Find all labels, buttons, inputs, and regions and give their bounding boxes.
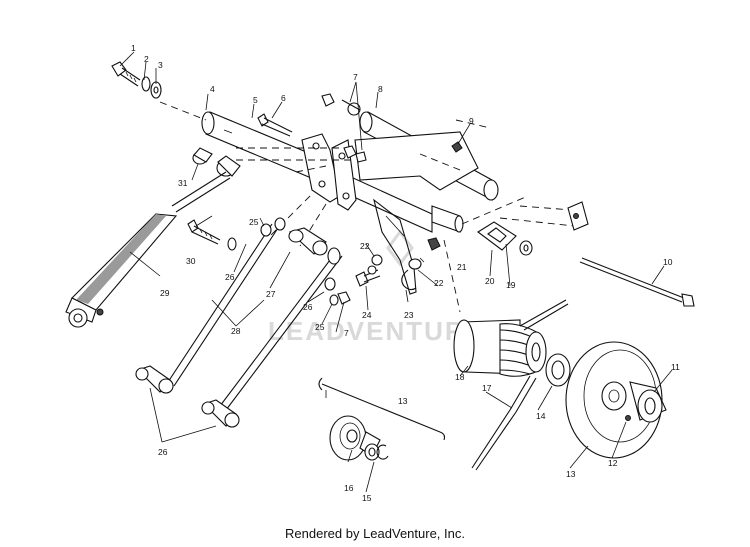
callout-4: 4 [210, 84, 215, 94]
washer-22 [371, 254, 422, 270]
grease-fitting-9 [451, 141, 463, 153]
washer-19 [519, 240, 533, 256]
callout-6: 6 [281, 93, 286, 103]
callout-13-small: 13 [398, 396, 408, 406]
callout-22-left: 22 [360, 241, 370, 251]
callout-18: 18 [455, 372, 465, 382]
bushing-26-bottom [135, 365, 240, 428]
callout-2: 2 [144, 54, 149, 64]
alignment-lines [159, 101, 575, 313]
callout-labels: 1 2 3 4 5 6 7 7 8 9 10 11 12 13 13 14 15… [131, 43, 680, 503]
callout-23: 23 [404, 310, 414, 320]
callout-28: 28 [231, 326, 241, 336]
callout-1: 1 [131, 43, 136, 53]
bearing-16 [364, 443, 380, 461]
torsion-rod-17 [471, 375, 537, 471]
washer-3 [150, 81, 162, 99]
nut-7-top [343, 145, 367, 163]
bracket-23 [373, 198, 417, 295]
nut-25-lower [329, 291, 351, 306]
bolt-6 [257, 113, 293, 137]
footer-credit: Rendered by LeadVenture, Inc. [285, 526, 465, 541]
callout-14: 14 [536, 411, 546, 421]
watermark: LEADVENTURE [268, 229, 485, 346]
bushing-26-mid [324, 247, 341, 291]
callout-19: 19 [506, 280, 516, 290]
bolt-30 [187, 219, 237, 251]
nut-8 [321, 93, 335, 107]
bolt-24 [355, 265, 381, 287]
callout-9: 9 [469, 116, 474, 126]
spring-coils [499, 299, 569, 377]
long-bolt-10 [579, 257, 695, 307]
callout-25-top: 25 [249, 217, 259, 227]
callout-8: 8 [378, 84, 383, 94]
nut-21 [427, 237, 441, 251]
leader-lines [119, 51, 673, 493]
callout-22-right: 22 [434, 278, 444, 288]
bolt-1 [111, 61, 141, 87]
callout-26-bottom: 26 [158, 447, 168, 457]
callout-27: 27 [266, 289, 276, 299]
bracket-right [567, 201, 589, 231]
callout-25-bottom: 25 [315, 322, 325, 332]
watermark-text: LEADVENTURE [268, 316, 485, 346]
callout-26-mid: 26 [303, 302, 313, 312]
callout-13-large: 13 [566, 469, 576, 479]
bracket-line-13 [318, 377, 446, 441]
bushing-31 [192, 147, 241, 177]
callout-31: 31 [178, 178, 188, 188]
callout-15: 15 [362, 493, 372, 503]
callout-20: 20 [485, 276, 495, 286]
washer-2 [141, 76, 151, 92]
callout-10: 10 [663, 257, 673, 267]
shock-absorber [65, 171, 231, 328]
callout-17: 17 [482, 383, 492, 393]
callout-7-bottom: 7 [344, 328, 349, 338]
idler-wheel-large [565, 341, 667, 459]
washer-14 [545, 353, 571, 387]
callout-3: 3 [158, 60, 163, 70]
callout-16: 16 [344, 483, 354, 493]
callout-30: 30 [186, 256, 196, 266]
callout-24: 24 [362, 310, 372, 320]
snap-ring-15 [376, 444, 389, 460]
callout-12: 12 [608, 458, 618, 468]
callout-7-top: 7 [353, 72, 358, 82]
bushing-27 [288, 227, 328, 256]
callout-5: 5 [253, 95, 258, 105]
bushing-25-top [260, 217, 286, 237]
link-rods [167, 223, 343, 411]
callout-29: 29 [160, 288, 170, 298]
clamp-20 [477, 221, 517, 251]
callout-11: 11 [671, 362, 680, 372]
callout-26-left: 26 [225, 272, 235, 282]
callout-21: 21 [457, 262, 467, 272]
